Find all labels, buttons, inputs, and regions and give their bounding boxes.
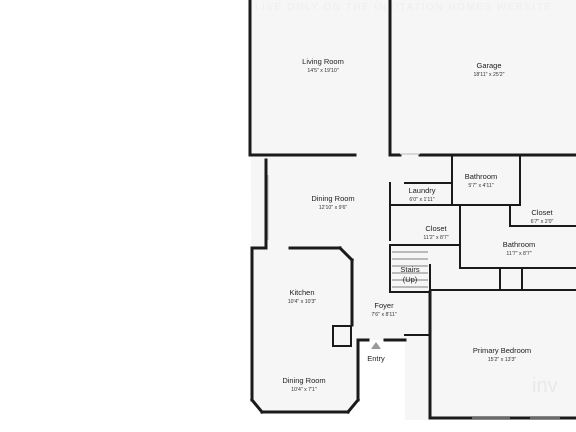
room-living-room-dims: 14'5" x 19'10" — [307, 68, 338, 74]
room-dining-room-1-name: Dining Room — [311, 194, 354, 203]
room-closet-1-dims: 6'7" x 2'0" — [531, 219, 554, 225]
room-primary-bedroom-dims: 15'2" x 13'3" — [488, 357, 517, 363]
room-kitchen-name: Kitchen — [289, 288, 314, 297]
window-markers — [267, 153, 560, 419]
room-closet-1-name: Closet — [531, 208, 553, 217]
room-foyer-name: Foyer — [374, 301, 394, 310]
room-laundry-dims: 6'0" x 1'11" — [409, 197, 434, 203]
room-laundry-name: Laundry — [408, 186, 435, 195]
room-stairs-name: Stairs — [400, 265, 419, 274]
room-dining-room-1-dims: 12'10" x 9'6" — [319, 205, 348, 211]
entry-arrow-icon — [371, 342, 381, 349]
room-bathroom-1-dims: 5'7" x 4'11" — [468, 183, 493, 189]
room-bathroom-2-dims: 11'7" x 8'7" — [506, 251, 531, 257]
room-closet-2-dims: 11'2" x 8'7" — [423, 235, 448, 241]
room-dining-room-2-name: Dining Room — [282, 376, 325, 385]
room-foyer-dims: 7'6" x 8'11" — [371, 312, 396, 318]
watermark-text: LIVE ONLY ON THE INVITATION HOMES WEBSIT… — [255, 2, 552, 13]
room-dining-room-2-dims: 10'4" x 7'1" — [291, 387, 317, 393]
stair-treads — [392, 251, 428, 288]
room-kitchen-dims: 10'4" x 10'3" — [288, 299, 317, 305]
logo-watermark: inv — [532, 375, 558, 397]
floor-area — [250, 0, 576, 420]
room-primary-bedroom-name: Primary Bedroom — [473, 346, 531, 355]
room-garage-name: Garage — [476, 61, 501, 70]
room-garage-dims: 18'11" x 25'2" — [474, 72, 505, 78]
room-living-room-name: Living Room — [302, 57, 344, 66]
room-bathroom-1-name: Bathroom — [465, 172, 498, 181]
walls — [248, 0, 576, 420]
room-stairs-sub: (Up) — [403, 275, 418, 284]
room-entry-name: Entry — [367, 354, 385, 363]
room-closet-2-name: Closet — [425, 224, 447, 233]
room-bathroom-2-name: Bathroom — [503, 240, 536, 249]
